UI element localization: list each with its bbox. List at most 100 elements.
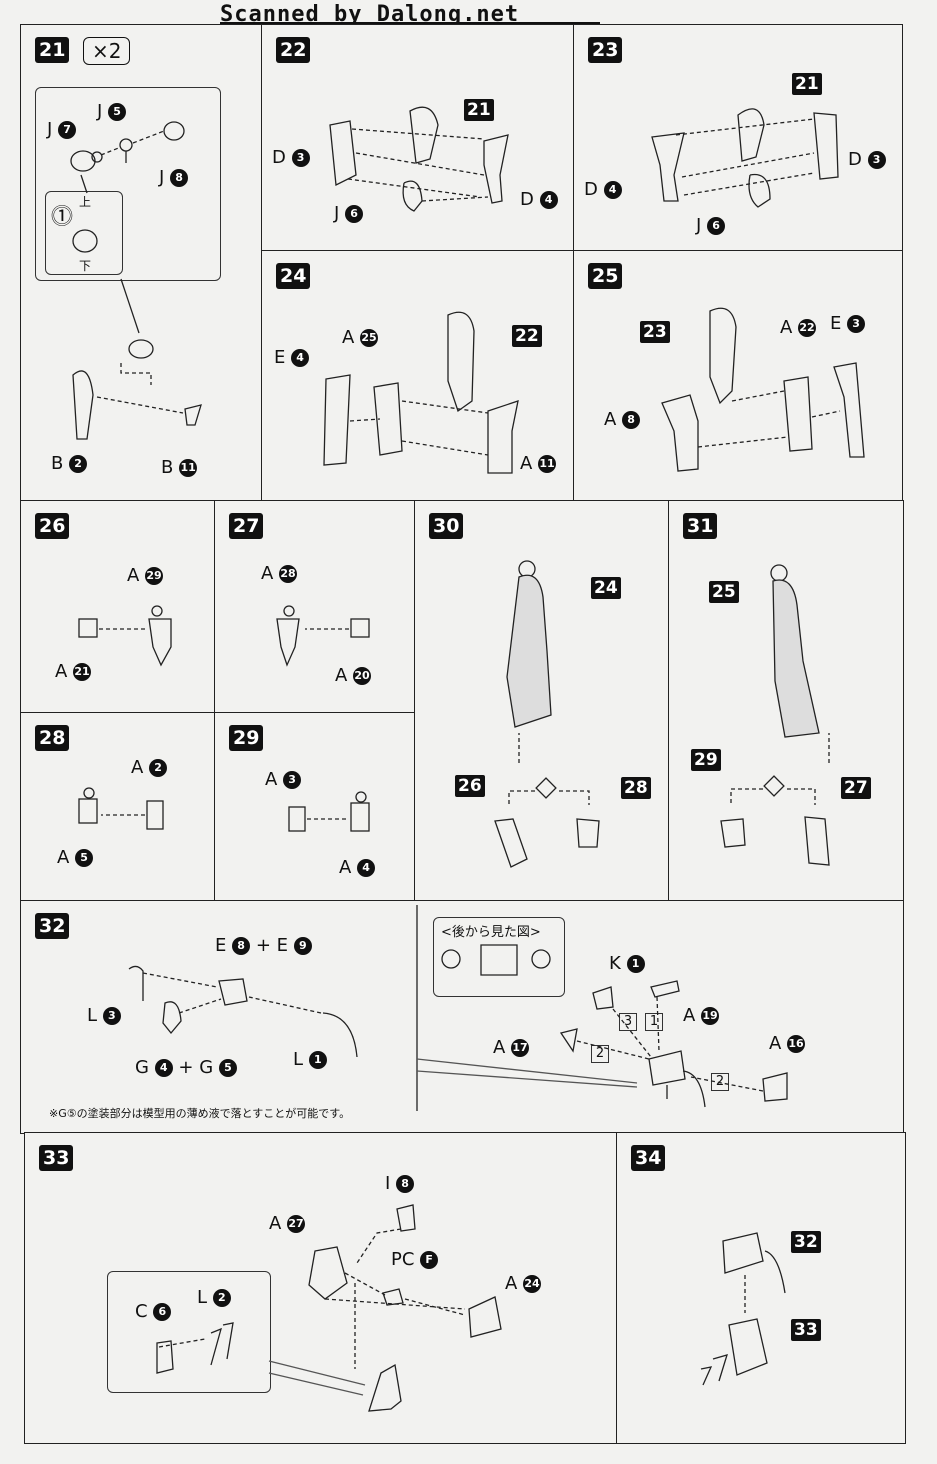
part-label-a4: A 4 [339,857,376,878]
step-31: 31 25 29 27 [668,500,904,902]
ref-tag-33: 33 [791,1319,821,1341]
step-number: 25 [588,263,623,289]
detail-inset [35,87,221,281]
step-number: 23 [588,37,623,63]
part-label-a22: A 22 [780,317,817,338]
order-3: 3 [619,1013,637,1031]
caution-inset [45,191,123,275]
detail-inset [107,1271,271,1393]
step-24: 24 22 E 4 A 25 A 11 [261,250,575,502]
step-33: 33 I 8 A 27 PC F A 24 C 6 L 2 [24,1132,618,1444]
part-label-l3: L 3 [87,1005,121,1026]
part-label-a19: A 19 [683,1005,720,1026]
part-label-a21: A 21 [55,661,92,682]
step-number: 30 [429,513,464,539]
part-label-a24: A 24 [505,1273,542,1294]
step-number: 28 [35,725,70,751]
part-label-k1: K 1 [609,953,645,974]
step-number: 21 [35,37,70,63]
caution-icon: ⓵ [51,205,74,230]
part-label-g4-g5: G 4 + G 5 [135,1057,237,1078]
part-label-e4: E 4 [274,347,310,368]
part-label-l2: L 2 [197,1287,231,1308]
step-32-drawing [128,905,788,1111]
order-1: 1 [645,1013,663,1031]
ref-tag: 24 [591,577,621,599]
step-26: 26 A 29 A 21 [20,500,216,714]
part-label-d3: D 3 [848,149,886,170]
part-label-j6: J 6 [334,203,364,224]
step-23: 23 21 D 3 D 4 J 6 [573,24,903,252]
part-label-a2: A 2 [131,757,168,778]
part-label-j5: J 5 [97,101,127,122]
part-label-a3: A 3 [265,769,302,790]
ref-tag: 21 [464,99,494,121]
step-30-drawing [494,560,600,868]
step-number: 34 [631,1145,666,1171]
part-label-i8: I 8 [385,1173,415,1194]
step-33-drawing [156,1204,502,1412]
step-24-drawing [323,311,519,474]
step-28-drawing [78,787,164,830]
multiplier: ×2 [83,37,131,65]
part-label-b2: B 2 [51,453,88,474]
part-label-a29: A 29 [127,565,164,586]
step-number: 24 [276,263,311,289]
ref-tag-right: 27 [841,777,871,799]
step-21-drawing [70,121,202,440]
step-34: 34 32 33 [616,1132,906,1444]
label-down: 下 [79,259,92,273]
ref-tag-left: 29 [691,749,721,771]
step-number: 26 [35,513,70,539]
rear-view-label: <後から見た図> [441,925,541,940]
part-label-a8: A 8 [604,409,641,430]
label-up: 上 [79,195,92,209]
step-22: 22 21 D 3 D 4 J 6 [261,24,575,252]
step-29: 29 A 3 A 4 [214,712,416,902]
step-30: 30 24 26 28 [414,500,670,902]
step-number: 31 [683,513,718,539]
step-31-drawing [720,564,830,866]
ref-tag: 22 [512,325,542,347]
part-label-a25: A 25 [342,327,379,348]
step-26-drawing [78,605,172,667]
part-label-j8: J 8 [159,167,189,188]
step-29-drawing [288,791,370,832]
banner-underline [220,22,600,24]
step-34-drawing [700,1232,786,1386]
rear-view-inset [433,917,565,997]
ref-tag-32: 32 [791,1231,821,1253]
part-label-a11: A 11 [520,453,557,474]
ref-tag-left: 26 [455,775,485,797]
step-32: 32 E 8 + E 9 L 3 L 1 G 4 + G 5 ※G⑤の塗装部分は… [20,900,904,1134]
part-label-j6: J 6 [696,215,726,236]
part-label-b11: B 11 [161,457,198,478]
step-number: 29 [229,725,264,751]
part-label-a28: A 28 [261,563,298,584]
part-label-a16: A 16 [769,1033,806,1054]
step-number: 33 [39,1145,74,1171]
part-label-c6: C 6 [135,1301,172,1322]
step-22-drawing [329,106,509,212]
part-label-d4: D 4 [520,189,558,210]
step-number: 22 [276,37,311,63]
step-27: 27 A 28 A 20 [214,500,416,714]
step-number: 27 [229,513,264,539]
part-label-j7: J 7 [47,119,77,140]
part-label-l1: L 1 [293,1049,327,1070]
step-28: 28 A 2 A 5 [20,712,216,902]
order-2a: 2 [591,1045,609,1063]
part-label-e3: E 3 [830,313,866,334]
ref-tag-right: 28 [621,777,651,799]
part-label-d3: D 3 [272,147,310,168]
paint-note: ※G⑤の塗装部分は模型用の薄め液で落とすことが可能です。 [49,1107,351,1120]
part-label-a17: A 17 [493,1037,530,1058]
part-label-e8-e9: E 8 + E 9 [215,935,312,956]
part-label-a27: A 27 [269,1213,306,1234]
step-number: 32 [35,913,70,939]
order-2b: 2 [711,1073,729,1091]
step-25: 25 23 A 22 E 3 A 8 [573,250,903,502]
ref-tag: 25 [709,581,739,603]
step-25-drawing [661,307,865,472]
step-21: 21 ×2 J 7 J 5 J 8 ⓵ 上 下 B 2 B 11 [20,24,262,502]
